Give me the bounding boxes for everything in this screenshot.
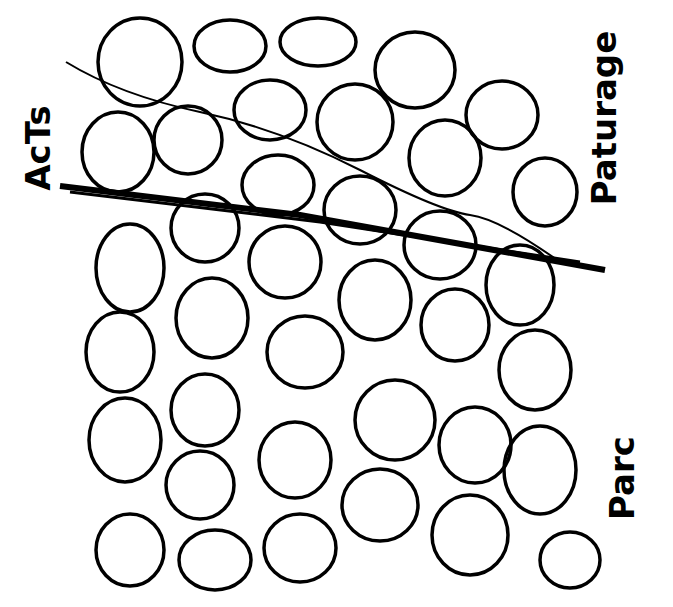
- handwritten-label: AcTs: [21, 103, 55, 192]
- handwritten-label: Parc: [605, 434, 639, 522]
- handwritten-label: Paturage: [587, 29, 621, 208]
